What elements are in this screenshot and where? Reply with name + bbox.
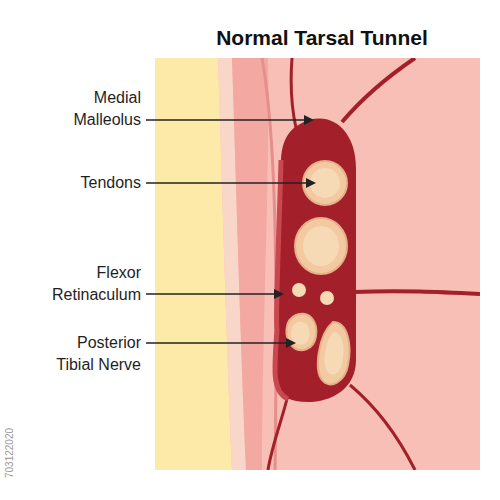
nerve bbox=[286, 314, 316, 350]
arrowhead bbox=[306, 178, 316, 188]
part-label: Flexor Retinaculum bbox=[31, 262, 141, 306]
tendon bbox=[303, 161, 347, 205]
septum-line bbox=[268, 395, 288, 470]
leader-line bbox=[146, 182, 308, 184]
diagram-title: Normal Tarsal Tunnel bbox=[216, 26, 428, 50]
part-label: Posterior Tibial Nerve bbox=[41, 332, 141, 376]
leader-line bbox=[146, 119, 306, 121]
arrowhead bbox=[286, 338, 296, 348]
septum-line bbox=[291, 58, 296, 128]
vessel bbox=[292, 283, 306, 297]
arrowhead bbox=[274, 289, 284, 299]
tunnel bbox=[275, 118, 356, 402]
watermark: 703122020 bbox=[4, 428, 15, 478]
nerve-core bbox=[291, 322, 310, 345]
part-label: Tendons bbox=[36, 172, 141, 194]
leader-line bbox=[146, 293, 276, 295]
leader-line bbox=[146, 342, 288, 344]
tendon-core bbox=[303, 226, 339, 266]
septum-line bbox=[354, 291, 480, 294]
nerve-core bbox=[325, 332, 344, 375]
nerve bbox=[318, 322, 349, 384]
septum-line bbox=[350, 385, 415, 470]
part-label: Medial Malleolus bbox=[36, 87, 141, 131]
arrowhead bbox=[304, 115, 314, 125]
septum-line bbox=[342, 58, 415, 122]
flexor-retinaculum bbox=[275, 160, 288, 399]
leader-lines bbox=[146, 115, 316, 348]
vessel bbox=[320, 291, 334, 305]
tendon bbox=[295, 218, 347, 274]
